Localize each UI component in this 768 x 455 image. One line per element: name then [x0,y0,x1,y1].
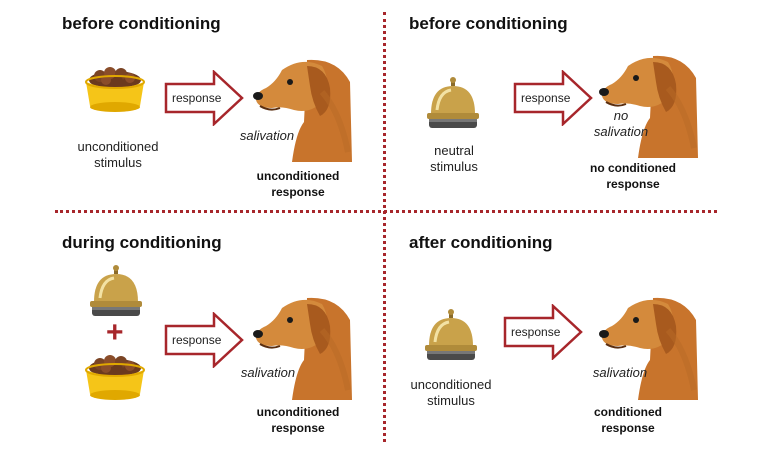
arrow-label: response [172,333,222,347]
response-caption: unconditioned response [238,168,358,200]
dog-label-line-2: salivation [593,124,649,139]
dog-label-line-1: no [613,108,629,123]
stimulus-caption-line-2: stimulus [430,159,478,174]
arrow-label: response [172,91,222,105]
response-caption: no conditioned response [568,160,698,192]
dog-icon [598,290,698,400]
right-arrow-icon: response [502,304,584,360]
panel-title: after conditioning [409,233,553,252]
right-arrow-icon: response [163,70,245,126]
dog-label: salivation [592,365,648,380]
arrow-label: response [521,91,571,105]
stimulus-caption: unconditioned stimulus [58,139,178,171]
panel-title: before conditioning [62,14,221,33]
vertical-dotted-divider [383,12,386,442]
service-bell-icon [421,308,481,364]
stimulus-caption-line-2: stimulus [427,393,475,408]
stimulus-caption-line-1: unconditioned [410,377,492,392]
stimulus-caption: unconditioned stimulus [396,377,506,409]
stimulus-caption-line-1: unconditioned [77,139,159,154]
response-caption-line-2: response [601,421,655,435]
horizontal-dotted-divider [55,210,717,213]
dog-icon [252,52,352,162]
arrow-label: response [511,325,561,339]
panel-title: during conditioning [62,233,222,252]
dog-icon [252,290,352,400]
dog-label: salivation [240,365,296,380]
plus-sign: + [106,316,124,349]
stimulus-caption: neutral stimulus [404,143,504,175]
response-caption-line-2: response [271,185,325,199]
response-caption-line-1: unconditioned [256,405,340,419]
response-caption-line-1: unconditioned [256,169,340,183]
stimulus-caption-line-2: stimulus [94,155,142,170]
dog-food-bowl-icon [80,354,150,404]
response-caption: unconditioned response [238,404,358,436]
response-caption-line-1: conditioned [594,405,662,419]
dog-label: no salivation [586,108,656,140]
stimulus-caption-line-1: neutral [434,143,474,158]
response-caption-line-2: response [271,421,325,435]
right-arrow-icon: response [163,312,245,368]
response-caption-line-2: response [606,177,660,191]
dog-label: salivation [239,128,295,143]
right-arrow-icon: response [512,70,594,126]
response-caption-line-1: no conditioned [590,161,676,175]
response-caption: conditioned response [568,404,688,436]
service-bell-icon [86,264,146,320]
dog-food-bowl-icon [80,66,150,116]
panel-title: before conditioning [409,14,568,33]
service-bell-icon [423,76,483,132]
dog-icon [598,48,698,158]
